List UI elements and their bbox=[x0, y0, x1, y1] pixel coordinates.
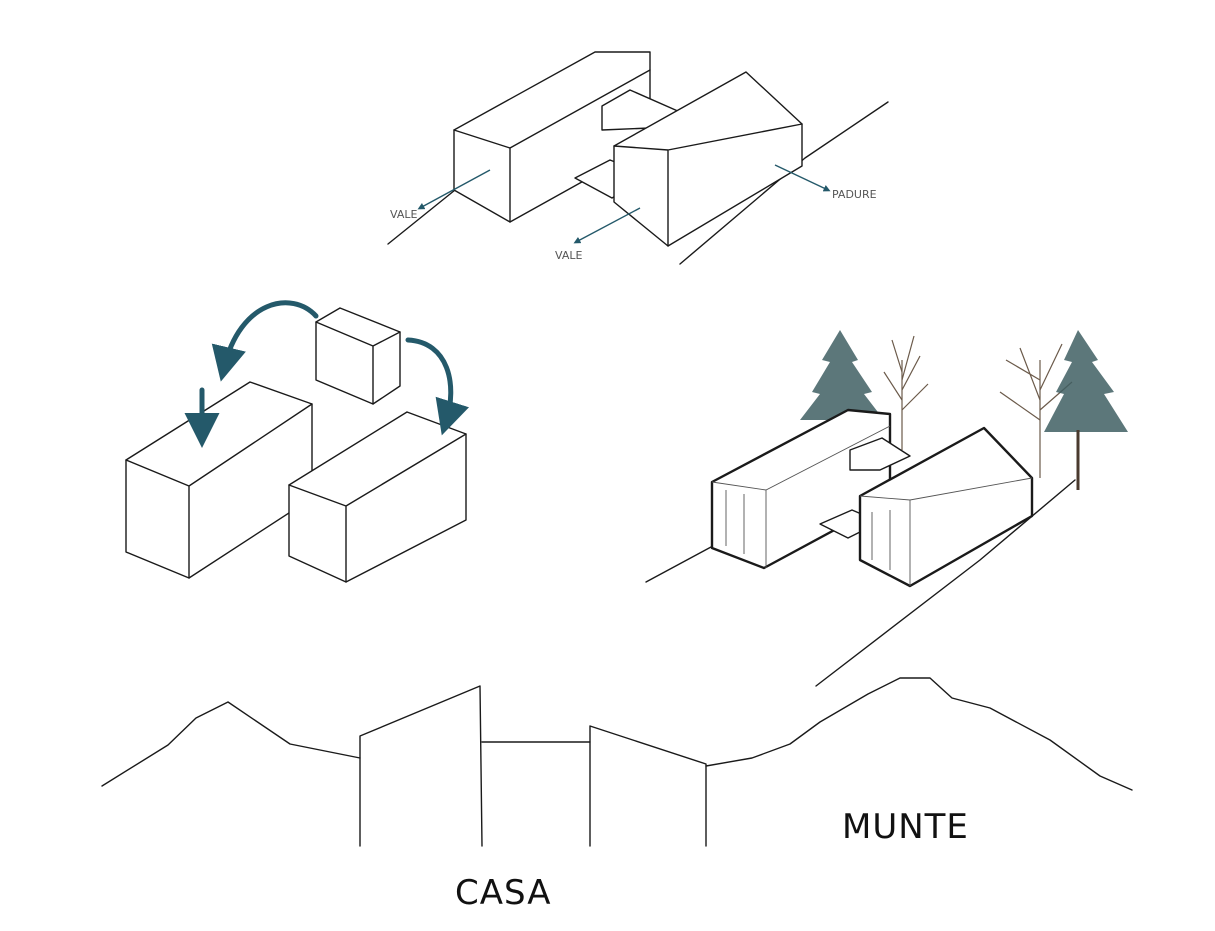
evergreen-tree-right bbox=[1044, 330, 1128, 432]
section-silhouette: MUNTE CASA bbox=[101, 677, 1133, 913]
label-vale-left: VALE bbox=[390, 208, 417, 221]
terrain-line-left bbox=[387, 185, 461, 245]
bare-tree-left bbox=[883, 335, 929, 450]
label-casa: CASA bbox=[455, 873, 551, 913]
arrow-vale-bottom bbox=[573, 207, 641, 244]
label-munte: MUNTE bbox=[842, 807, 969, 847]
arrow-vale-left bbox=[417, 169, 491, 210]
gabled-volume bbox=[613, 71, 803, 247]
bare-tree-right bbox=[999, 343, 1073, 478]
rendered-axonometric bbox=[645, 330, 1128, 687]
house-section-left bbox=[359, 685, 483, 847]
house-section-right bbox=[589, 725, 707, 847]
trees bbox=[800, 330, 1128, 490]
curved-arrow-left bbox=[211, 300, 319, 382]
right-block bbox=[288, 411, 467, 583]
curved-arrow-right bbox=[405, 337, 470, 436]
small-cube bbox=[315, 307, 401, 405]
left-block bbox=[125, 381, 313, 579]
mountain-profile-left bbox=[101, 701, 361, 787]
mountain-profile-right bbox=[705, 677, 1133, 791]
ground-line-right bbox=[815, 479, 1076, 687]
evergreen-tree-left bbox=[800, 330, 884, 420]
label-vale-bottom: VALE bbox=[555, 249, 582, 262]
house-connector bbox=[849, 437, 911, 471]
site-axonometric: VALE VALE PADURE bbox=[387, 51, 889, 265]
house-gabled-wing bbox=[858, 426, 1034, 588]
label-padure: PADURE bbox=[832, 188, 877, 201]
massing-diagram bbox=[125, 300, 470, 583]
arrow-padure bbox=[774, 164, 831, 192]
terrain-line-right bbox=[679, 101, 889, 265]
